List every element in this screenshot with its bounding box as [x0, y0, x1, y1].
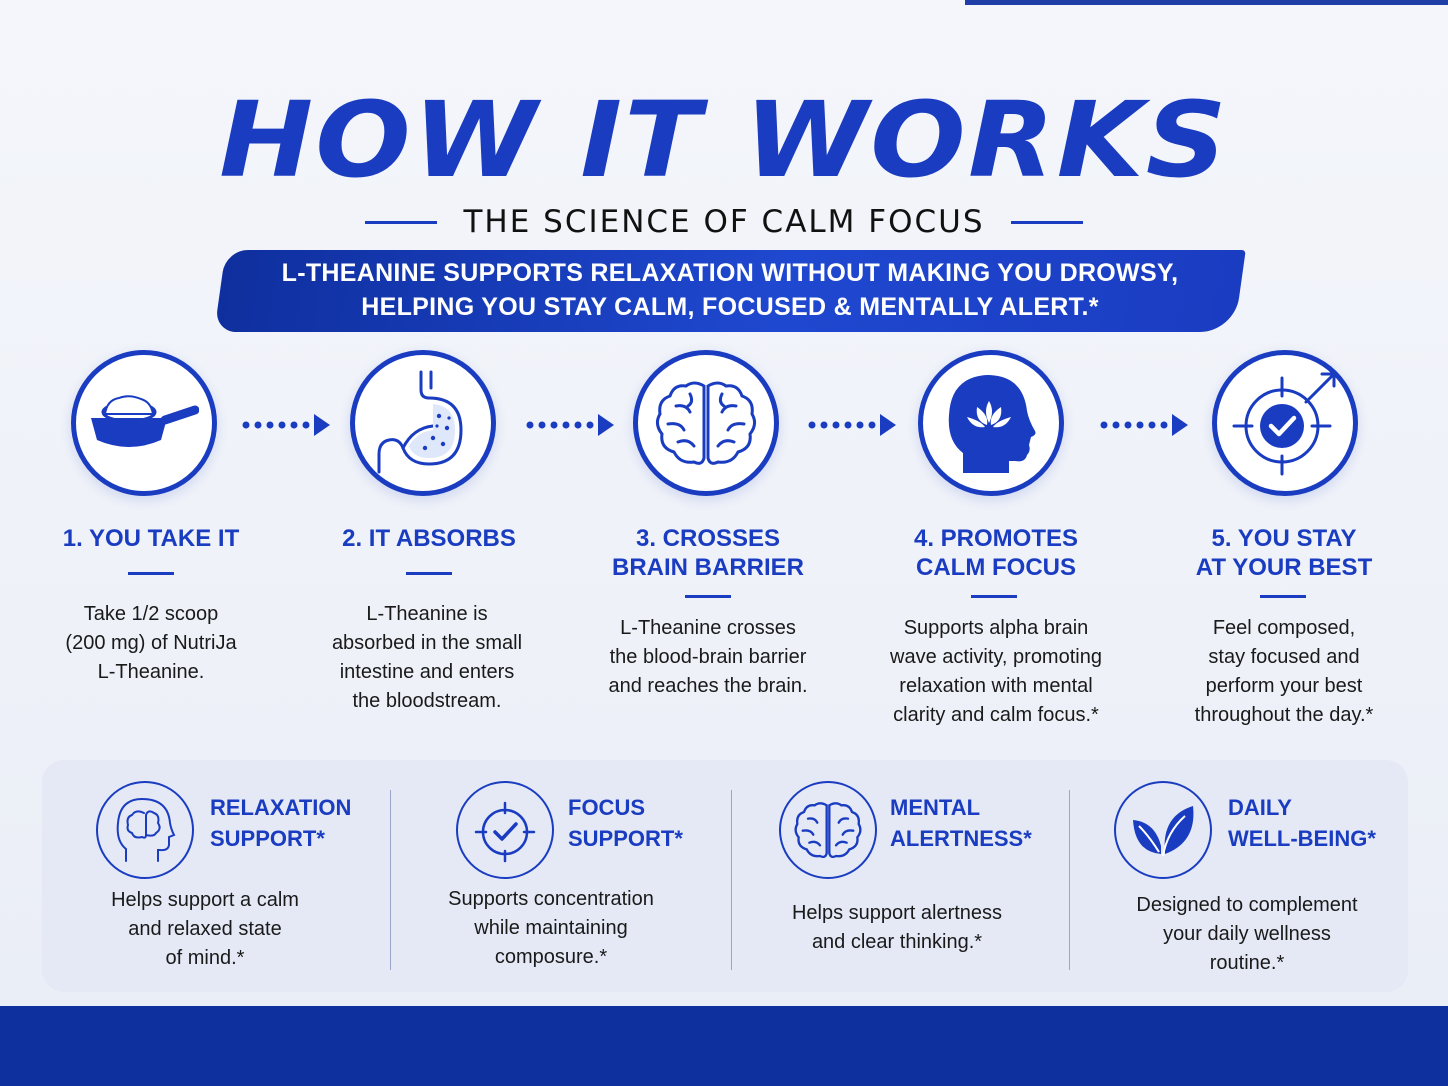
banner-line-2: HELPING YOU STAY CALM, FOCUSED & MENTALL…	[361, 293, 1099, 321]
step-5-title: 5. YOU STAY AT YOUR BEST	[1195, 525, 1373, 581]
scoop-icon	[91, 395, 199, 447]
step-1-description: Take 1/2 scoop (200 mg) of NutriJa L-The…	[65, 603, 237, 683]
step-2-rule	[406, 572, 452, 575]
benefits-divider-1	[390, 790, 391, 970]
banner: L-THEANINE SUPPORTS RELAXATION WITHOUT M…	[220, 256, 1240, 324]
head-lotus-icon	[948, 375, 1036, 473]
step-4-rule	[971, 595, 1017, 598]
page-title: HOW IT WORKS	[219, 79, 1229, 201]
target-check-icon	[1232, 372, 1336, 476]
step-5-description: Feel composed, stay focused and perform …	[1194, 617, 1374, 726]
arrow-4-icon	[1100, 414, 1188, 436]
feature-1-circle	[96, 781, 194, 879]
leaf-icon	[1133, 806, 1194, 857]
step-4-description: Supports alpha brain wave activity, prom…	[890, 617, 1102, 726]
step-1-title: 1. YOU TAKE IT	[62, 525, 240, 552]
step-1-rule	[128, 572, 174, 575]
feature-2-description: Supports concentration while maintaining…	[448, 888, 654, 968]
benefits-divider-2	[731, 790, 732, 970]
subtitle-rule-left	[365, 220, 438, 224]
arrow-1-icon	[242, 414, 330, 436]
feature-4-title: DAILY WELL-BEING*	[1228, 795, 1376, 851]
head-brain-icon	[116, 798, 176, 862]
feature-4-description: Designed to complement your daily wellne…	[1136, 894, 1358, 974]
feature-3-circle	[779, 781, 877, 879]
arrow-2-icon	[526, 414, 614, 436]
step-3-circle	[633, 350, 779, 496]
banner-line-1: L-THEANINE SUPPORTS RELAXATION WITHOUT M…	[281, 259, 1179, 287]
step-4-title: 4. PROMOTES CALM FOCUS	[913, 525, 1079, 581]
stomach-icon	[377, 370, 463, 474]
step-2-title: 2. IT ABSORBS	[342, 525, 516, 552]
step-5-rule	[1260, 595, 1306, 598]
feature-1-title: RELAXATION SUPPORT*	[210, 795, 352, 851]
arrow-3-icon	[808, 414, 896, 436]
feature-3-description: Helps support alertness and clear thinki…	[791, 902, 1003, 953]
step-1-circle	[71, 350, 217, 496]
feature-1-description: Helps support a calm and relaxed state o…	[111, 889, 299, 969]
feature-3-title: MENTAL ALERTNESS*	[890, 795, 1032, 851]
subtitle-rule-right	[1010, 220, 1083, 224]
benefits-divider-3	[1069, 790, 1070, 970]
step-3-description: L-Theanine crosses the blood-brain barri…	[608, 617, 808, 697]
brain-icon	[794, 802, 862, 859]
feature-2-title: FOCUS SUPPORT*	[568, 795, 683, 851]
step-4-circle	[918, 350, 1064, 496]
step-3-rule	[685, 595, 731, 598]
feature-4-circle	[1114, 781, 1212, 879]
target-check-icon	[474, 801, 536, 863]
step-2-circle	[350, 350, 496, 496]
brain-icon	[655, 381, 757, 465]
step-3-title: 3. CROSSES BRAIN BARRIER	[612, 525, 804, 581]
footer-bar	[0, 1006, 1448, 1086]
subtitle: THE SCIENCE OF CALM FOCUS	[463, 204, 985, 240]
feature-2-circle	[456, 781, 554, 879]
step-2-description: L-Theanine is absorbed in the small inte…	[331, 603, 523, 712]
subtitle-row: THE SCIENCE OF CALM FOCUS	[0, 202, 1448, 242]
top-accent-bar	[965, 0, 1448, 5]
step-5-circle	[1212, 350, 1358, 496]
